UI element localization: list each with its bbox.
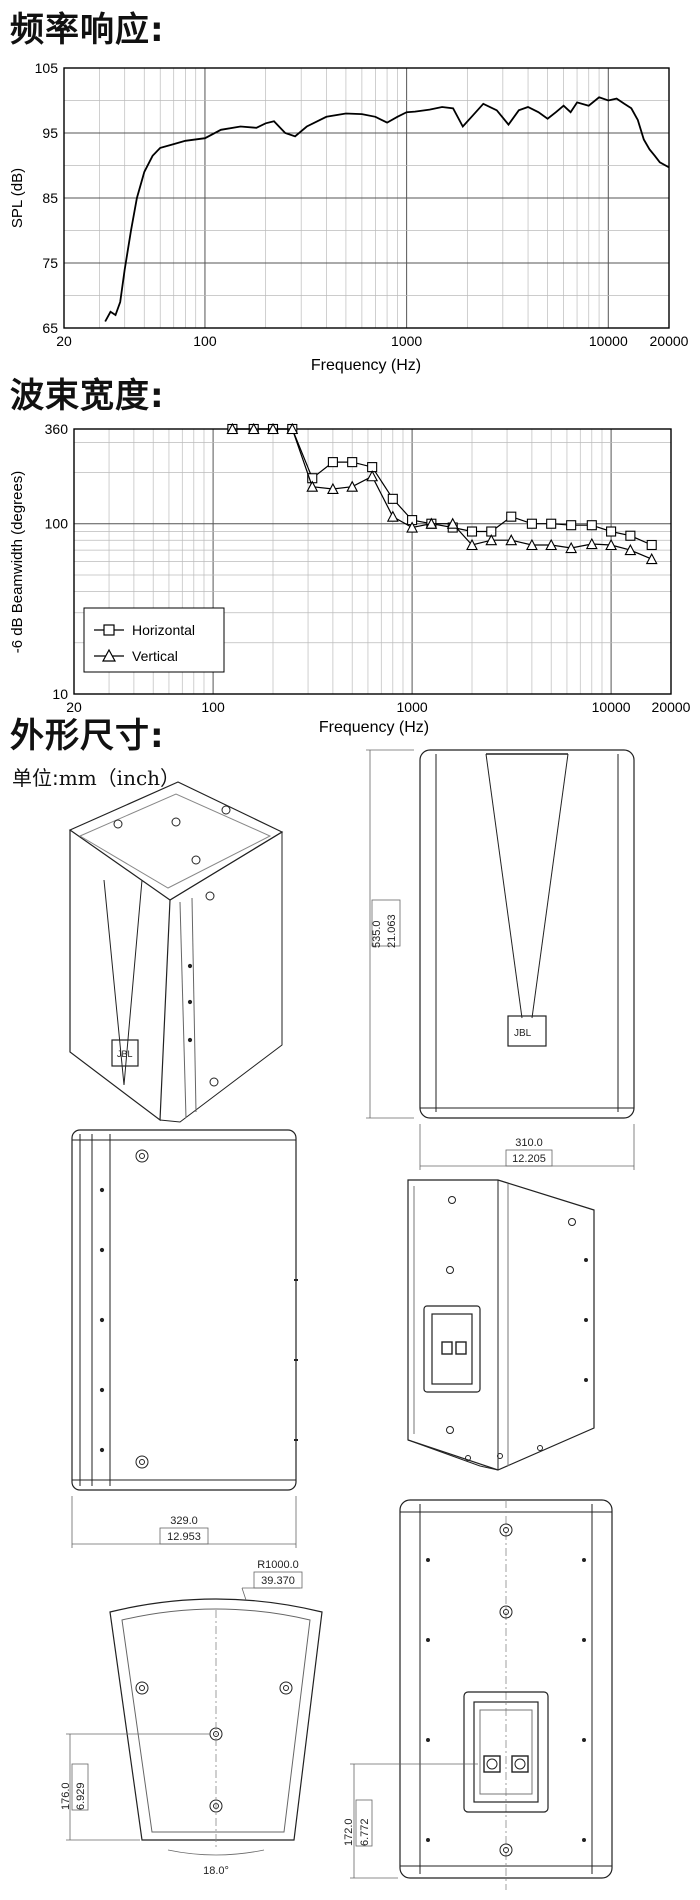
bw-point-vertical [386, 510, 399, 522]
fr-y-axis-label: SPL (dB) [9, 168, 26, 228]
bw-x-tick-label: 100 [201, 699, 225, 715]
top-dim-mm: 176.0 [60, 1782, 72, 1810]
fr-series-line [104, 96, 670, 322]
bw-y-tick-label: 10 [52, 686, 68, 702]
top-dim-in: 6.929 [75, 1782, 87, 1810]
bw-y-tick-label: 360 [45, 421, 69, 437]
isometric-front-view: JBL [68, 781, 284, 1123]
side-depth-in: 12.953 [167, 1531, 201, 1543]
unit-line: 单位:mm（inch） [12, 762, 180, 791]
bw-point-vertical [406, 521, 419, 533]
side-depth-mm: 329.0 [170, 1515, 198, 1527]
bw-point-vertical [326, 482, 339, 495]
bw-point-horizontal [586, 520, 597, 531]
legend-square-marker [103, 624, 115, 636]
bw-point-horizontal [646, 539, 657, 551]
legend-triangle-marker [101, 648, 117, 662]
fr-y-tick-label: 105 [35, 60, 59, 76]
bw-point-vertical [366, 470, 379, 482]
bw-point-vertical [267, 422, 279, 435]
frequency-response-title: 频率响应: [10, 10, 165, 50]
bw-point-horizontal [606, 526, 617, 537]
bw-legend: Horizontal Vertical [83, 607, 225, 673]
bw-point-horizontal [466, 526, 478, 537]
bw-x-tick-label: 20000 [652, 699, 691, 715]
frequency-response-chart: 65 75 85 95 105 20 100 1000 10000 20000 SPL (dB)… [9, 60, 689, 374]
bw-x-axis-label: Frequency (Hz) [319, 719, 429, 736]
legend-vertical-label: Vertical [132, 648, 178, 664]
bw-y-axis-label: -6 dB Beamwidth (degrees) [9, 471, 26, 654]
fr-grid [64, 67, 669, 329]
dimension-drawings: JBL JBL [60, 749, 635, 1890]
bw-point-horizontal [387, 493, 398, 504]
fr-x-tick-label: 20 [56, 333, 72, 349]
bw-point-vertical [505, 534, 518, 546]
bw-point-vertical [247, 422, 260, 435]
front-width-mm: 310.0 [515, 1137, 543, 1149]
bw-point-vertical [425, 517, 438, 529]
bw-y-tick-label: 100 [45, 516, 69, 532]
bw-point-vertical [306, 480, 319, 492]
beamwidth-chart: 10 100 360 20 100 1000 10000 20000 Horizontal … [9, 421, 691, 736]
bw-point-horizontal [327, 457, 338, 468]
fr-plot-frame [63, 67, 670, 329]
svg-text:JBL: JBL [117, 1049, 133, 1059]
bw-point-vertical [565, 541, 578, 554]
bw-series-line-vertical [232, 428, 652, 560]
bw-point-vertical [605, 538, 618, 551]
bw-point-vertical [226, 422, 239, 435]
fr-y-tick-label: 85 [42, 190, 58, 206]
bw-point-horizontal [625, 530, 636, 541]
bw-x-tick-label: 20 [66, 699, 82, 715]
fr-y-tick-label: 75 [42, 255, 58, 271]
bw-point-vertical [525, 538, 538, 551]
front-height-in: 21.063 [386, 914, 398, 948]
unit-value: mm（inch） [58, 766, 181, 790]
bw-plot-frame [73, 428, 672, 695]
side-elevation-view [71, 1129, 298, 1548]
rear-dim-in: 6.772 [359, 1818, 371, 1846]
fr-x-tick-label: 1000 [391, 333, 422, 349]
beamwidth-title: 波束宽度: [10, 376, 165, 416]
rear-elevation-view [350, 1499, 613, 1890]
bw-x-tick-label: 10000 [592, 699, 631, 715]
front-width-in: 12.205 [512, 1153, 546, 1165]
rear-dim-mm: 172.0 [343, 1818, 355, 1846]
bw-point-vertical [466, 538, 478, 551]
bw-x-tick-label: 1000 [397, 699, 428, 715]
bw-point-vertical [624, 543, 637, 556]
bw-point-vertical [286, 422, 299, 435]
angle-label: 18.0° [203, 1865, 229, 1877]
radius-in: 39.370 [261, 1575, 295, 1587]
fr-x-tick-label: 20000 [650, 333, 689, 349]
bw-point-horizontal [526, 518, 537, 529]
bw-point-vertical [645, 552, 658, 565]
unit-prefix: 单位: [12, 766, 59, 790]
bw-point-horizontal [546, 518, 557, 529]
fr-y-tick-label: 65 [42, 320, 58, 336]
top-view [66, 1571, 323, 1856]
bw-point-vertical [346, 480, 359, 492]
bw-point-horizontal [347, 457, 358, 468]
fr-x-tick-label: 100 [193, 333, 217, 349]
front-height-mm: 535.0 [371, 920, 383, 948]
fr-y-tick-label: 95 [42, 125, 58, 141]
bw-point-vertical [585, 537, 598, 550]
bw-point-vertical [545, 538, 558, 551]
bw-point-vertical [446, 517, 459, 529]
dimensions-title: 外形尺寸: [10, 716, 165, 756]
legend-horizontal-label: Horizontal [132, 622, 195, 638]
isometric-rear-view [407, 1179, 595, 1471]
fr-x-axis-label: Frequency (Hz) [311, 357, 421, 374]
bw-point-horizontal [566, 520, 577, 531]
radius-mm: R1000.0 [257, 1559, 299, 1571]
bw-point-vertical [485, 534, 498, 546]
front-elevation-view: JBL [366, 749, 635, 1170]
bw-point-horizontal [506, 511, 517, 522]
fr-x-tick-label: 10000 [589, 333, 628, 349]
bw-series-line-horizontal [232, 428, 652, 546]
svg-text:JBL: JBL [514, 1028, 532, 1039]
